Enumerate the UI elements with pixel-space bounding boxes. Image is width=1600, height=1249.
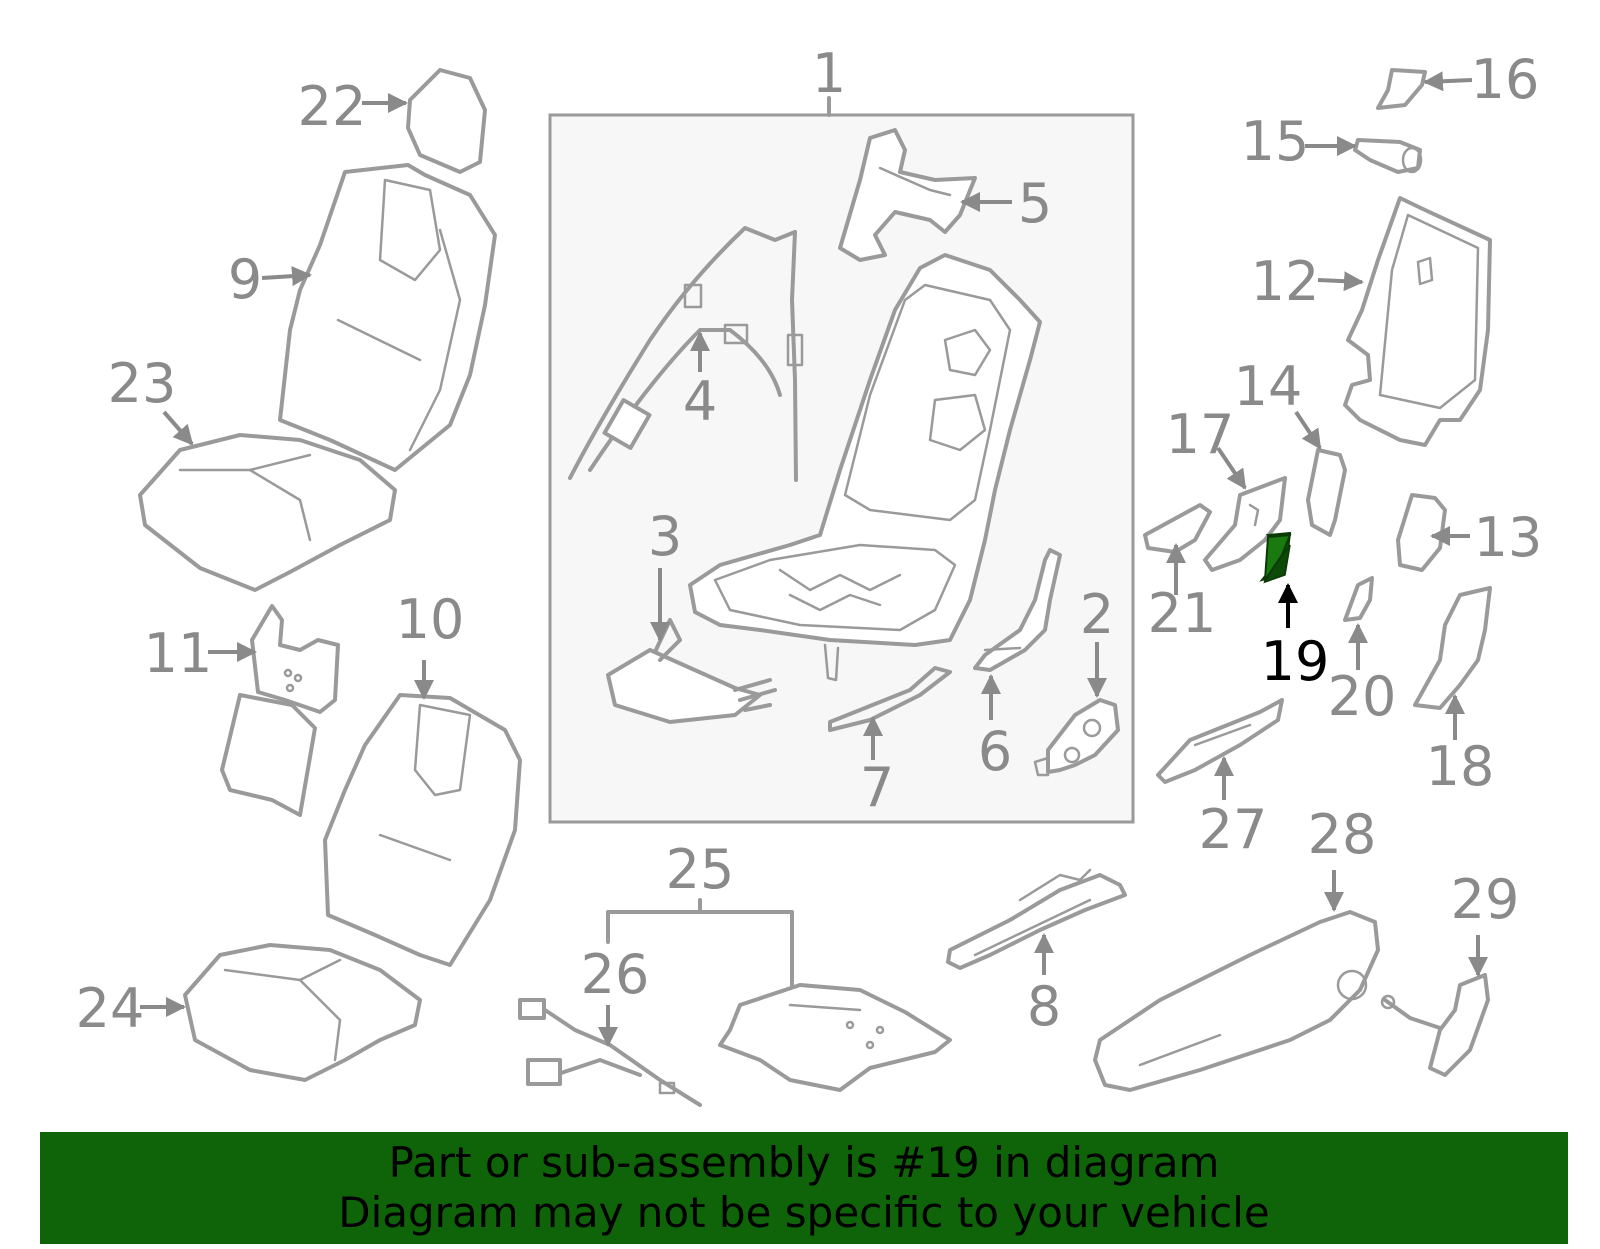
- part-8-track[interactable]: [946, 868, 1127, 970]
- part-25-heater-pad[interactable]: [718, 983, 952, 1092]
- part-13-trim[interactable]: [1396, 493, 1447, 572]
- label-13: 13: [1474, 506, 1543, 569]
- label-24: 24: [76, 977, 145, 1040]
- part-19-highlighted[interactable]: [1259, 531, 1292, 584]
- label-23: 23: [108, 352, 177, 415]
- label-2: 2: [1080, 583, 1114, 646]
- part-2-recliner[interactable]: [1033, 698, 1120, 777]
- part-29-hinge[interactable]: [1380, 973, 1490, 1077]
- part-4-harness[interactable]: [568, 226, 804, 482]
- part-15-knob[interactable]: [1353, 138, 1423, 174]
- label-14: 14: [1234, 355, 1303, 418]
- label-26: 26: [581, 943, 650, 1006]
- part-7-rod[interactable]: [828, 666, 952, 732]
- label-22: 22: [298, 75, 367, 138]
- part-17-trim[interactable]: [1203, 476, 1287, 572]
- label-20: 20: [1328, 665, 1397, 728]
- part-11-pad[interactable]: [220, 604, 340, 817]
- info-banner: Part or sub-assembly is #19 in diagram D…: [40, 1132, 1568, 1244]
- bracket-25: [606, 898, 794, 987]
- label-5: 5: [1018, 172, 1052, 235]
- part-20-trim[interactable]: [1343, 576, 1374, 622]
- label-16: 16: [1471, 48, 1540, 111]
- label-1: 1: [812, 42, 846, 105]
- label-29: 29: [1451, 868, 1520, 931]
- banner-line-1: Part or sub-assembly is #19 in diagram: [388, 1138, 1220, 1187]
- label-3: 3: [648, 505, 682, 568]
- label-6: 6: [978, 720, 1012, 783]
- label-25: 25: [666, 838, 735, 901]
- part-23-cushion-cover[interactable]: [138, 433, 397, 592]
- part-16-cover[interactable]: [1376, 68, 1427, 110]
- part-5-bracket[interactable]: [838, 128, 977, 262]
- label-17: 17: [1166, 403, 1235, 466]
- part-24-cushion-cover[interactable]: [183, 943, 422, 1082]
- part-labels: 1 2 3 4 5 6 7 8 9 10 11 12 13 14 15 16 1…: [76, 42, 1543, 1040]
- part-12-back-panel[interactable]: [1343, 196, 1492, 447]
- label-10: 10: [396, 588, 465, 651]
- part-14-trim[interactable]: [1306, 448, 1347, 537]
- banner-line-2: Diagram may not be specific to your vehi…: [338, 1188, 1270, 1237]
- part-10-backrest-cover[interactable]: [323, 693, 522, 967]
- label-11: 11: [144, 622, 213, 685]
- label-15: 15: [1241, 110, 1310, 173]
- part-27-trim[interactable]: [1156, 698, 1284, 784]
- part-1-frame[interactable]: [688, 253, 1042, 682]
- label-8: 8: [1027, 975, 1061, 1038]
- label-4: 4: [683, 370, 717, 433]
- parts-diagram: 1 2 3 4 5 6 7 8 9 10 11 12 13 14 15 16 1…: [76, 42, 1543, 1107]
- label-27: 27: [1199, 798, 1268, 861]
- label-12: 12: [1251, 250, 1320, 313]
- part-9-backrest-cover[interactable]: [278, 163, 497, 472]
- label-18: 18: [1426, 735, 1495, 798]
- leader-lines: [140, 71, 1488, 1047]
- label-19-highlighted: 19: [1261, 630, 1330, 693]
- label-21: 21: [1148, 582, 1217, 645]
- label-28: 28: [1308, 803, 1377, 866]
- part-28-armrest[interactable]: [1093, 910, 1380, 1092]
- part-22-headrest[interactable]: [406, 68, 487, 174]
- part-6-trim[interactable]: [973, 548, 1062, 672]
- label-7: 7: [860, 756, 894, 819]
- part-21-trim[interactable]: [1143, 503, 1212, 554]
- label-9: 9: [228, 248, 262, 311]
- part-18-trim[interactable]: [1413, 586, 1492, 710]
